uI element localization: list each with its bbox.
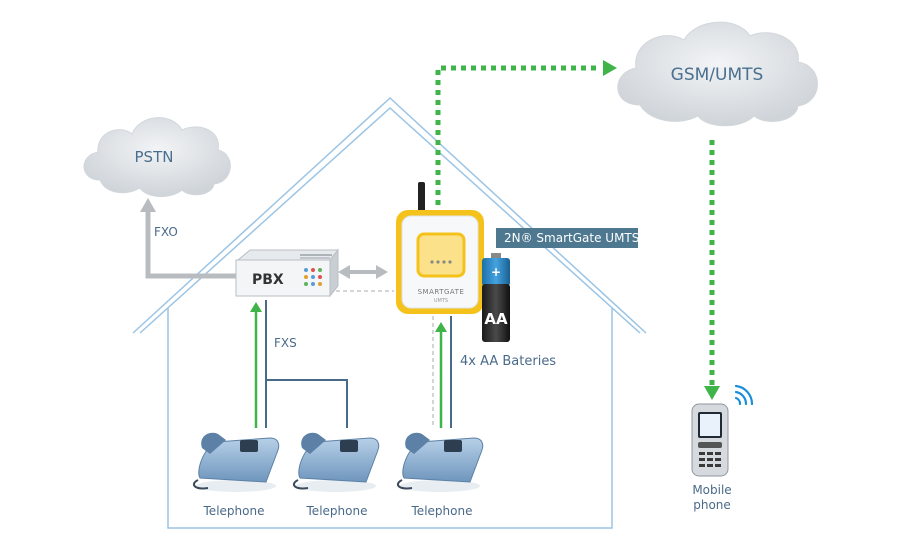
signal-waves-icon <box>734 384 754 406</box>
mobile-label-line2: phone <box>693 498 731 512</box>
gateway-phone-links <box>432 316 452 428</box>
telephone-1 <box>192 432 280 492</box>
telephone-2 <box>292 432 380 492</box>
pstn-label: PSTN <box>135 148 174 166</box>
telephone-3 <box>396 432 484 492</box>
battery-cell-label: AA <box>484 310 508 328</box>
gsm-label: GSM/UMTS <box>671 65 764 85</box>
gateway-title-box: 2N® SmartGate UMTS <box>496 228 639 248</box>
smartgate-device: SMARTGATE UMTS <box>396 182 484 314</box>
gsm-arrowhead-cloud <box>603 60 617 76</box>
telephone-3-label: Telephone <box>411 504 473 518</box>
house-outline <box>132 96 647 529</box>
fxo-label: FXO <box>154 225 178 239</box>
mobile-phone-icon <box>691 403 729 477</box>
antenna-icon <box>418 182 425 218</box>
fxs-label: FXS <box>274 336 297 350</box>
pbx-device: PBX <box>235 248 340 298</box>
pstn-cloud: PSTN <box>83 117 231 197</box>
gateway-brand: SMARTGATE <box>418 288 465 296</box>
gateway-model: UMTS <box>434 298 448 304</box>
gsm-arrowhead-mobile <box>704 386 720 400</box>
svg-text:+: + <box>491 265 501 279</box>
fxs-links: FXS <box>250 300 348 428</box>
gsm-cloud: GSM/UMTS <box>617 21 818 127</box>
pbx-label: PBX <box>252 272 284 288</box>
gateway-title: 2N® SmartGate UMTS <box>504 231 639 245</box>
gsm-link <box>435 65 715 388</box>
fxo-link: FXO <box>140 198 236 279</box>
pbx-ports-icon <box>304 268 322 286</box>
mobile-label-line1: Mobile <box>692 483 731 497</box>
battery-caption: 4x AA Bateries <box>460 354 556 369</box>
battery-icon: + AA <box>482 253 510 342</box>
pbx-gateway-link <box>336 265 394 292</box>
telephone-2-label: Telephone <box>306 504 368 518</box>
telephone-1-label: Telephone <box>203 504 265 518</box>
